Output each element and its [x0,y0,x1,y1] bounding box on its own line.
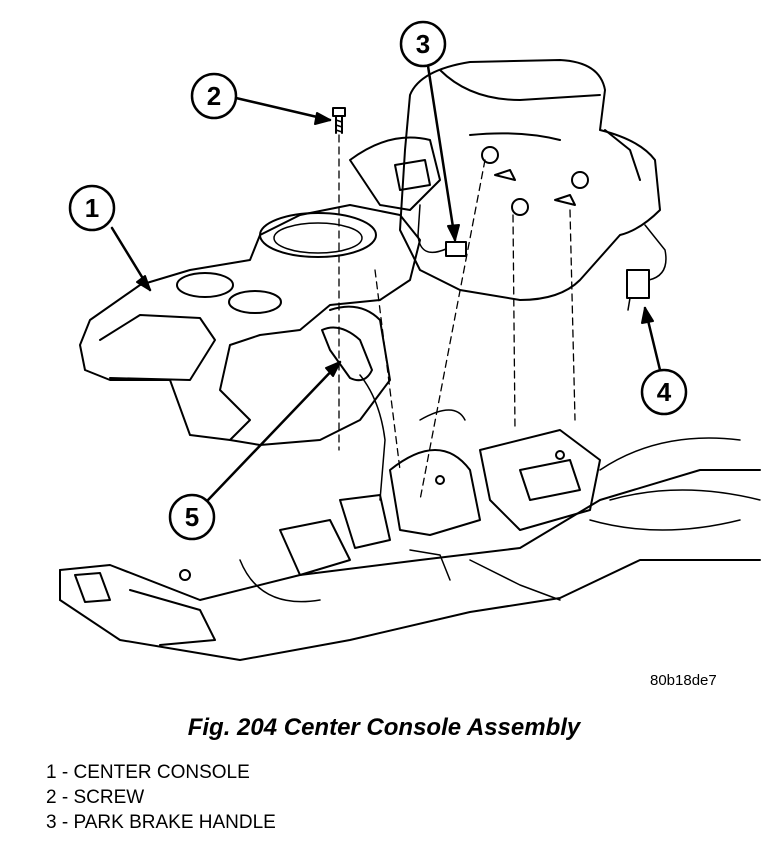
legend-label: CENTER CONSOLE [73,762,250,783]
callout-5-number: 5 [185,502,199,532]
callout-2: 2 [190,72,332,125]
callout-4-number: 4 [657,377,672,407]
legend-label: PARK BRAKE HANDLE [73,812,276,833]
legend-separator: - [56,787,74,808]
figure-caption: Fig. 204 Center Console Assembly [187,714,581,741]
rear-console-armrest [399,59,661,301]
legend-separator: - [56,812,74,833]
floor-tunnel-assembly [59,429,761,661]
callout-5: 5 [168,360,342,541]
legend-separator: - [56,762,74,783]
wire-connector [417,204,467,257]
callout-3: 3 [399,20,460,242]
callout-1: 1 [68,184,152,292]
screw [332,107,346,134]
parts-legend: 1 - CENTER CONSOLE 2 - SCREW 3 - PARK BR… [46,760,276,835]
legend-item: 2 - SCREW [46,785,276,810]
image-reference-id: 80b18de7 [650,672,717,689]
legend-label: SCREW [73,787,145,808]
alignment-lines [338,134,576,501]
legend-number: 1 [46,762,57,783]
legend-number: 2 [46,787,57,808]
callout-1-number: 1 [85,193,99,223]
callout-4: 4 [640,306,688,416]
callout-3-number: 3 [416,29,430,59]
center-console-illustration: 1 2 3 4 5 [59,20,761,661]
park-brake-handle [321,326,466,501]
callout-2-number: 2 [207,81,221,111]
legend-item: 3 - PARK BRAKE HANDLE [46,810,276,835]
legend-number: 3 [46,812,57,833]
harness-connector [626,224,667,311]
center-console [79,136,441,446]
legend-item: 1 - CENTER CONSOLE [46,760,276,785]
